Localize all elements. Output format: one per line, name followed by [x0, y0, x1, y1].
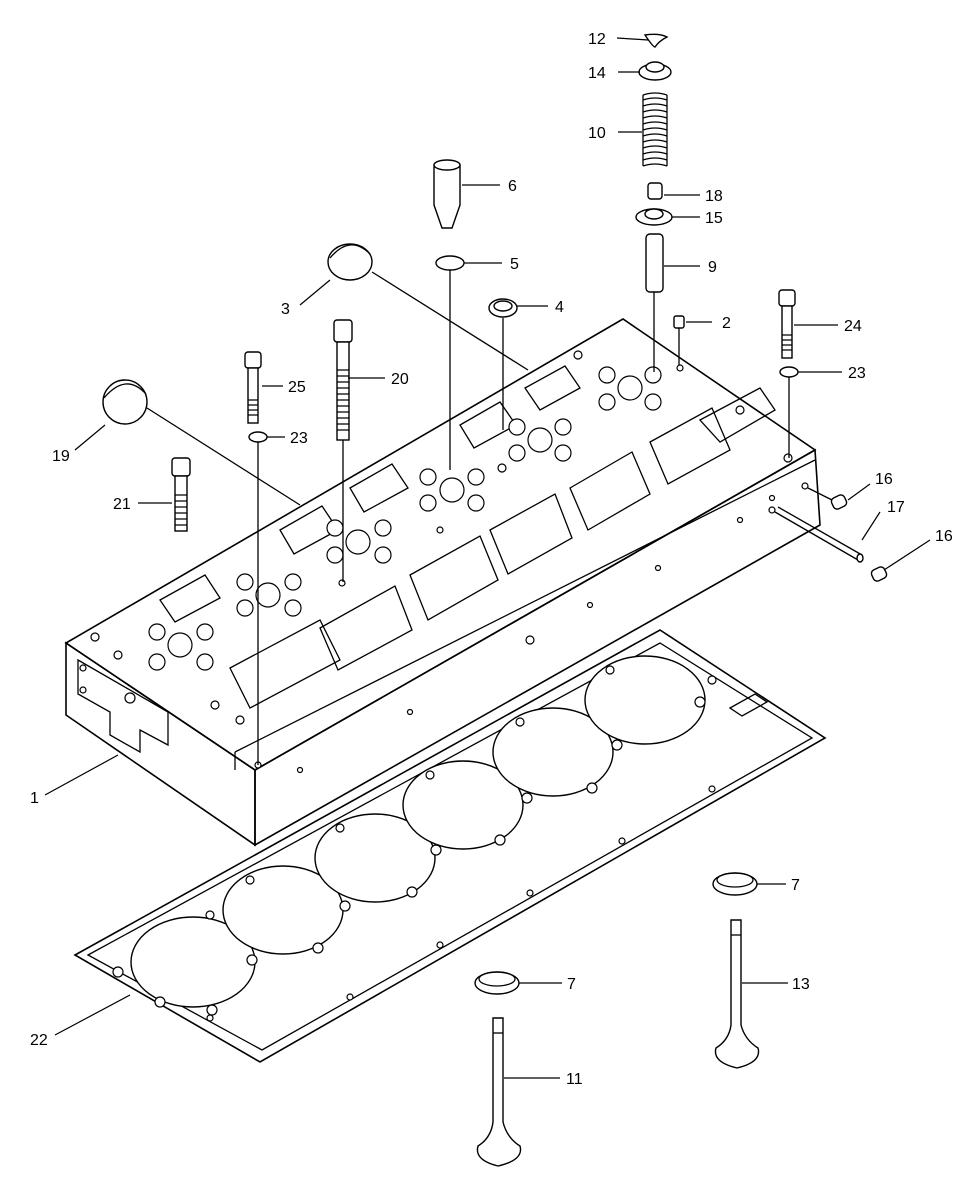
gasket-holes: [112, 665, 717, 1022]
valve-11: [476, 1017, 522, 1167]
label-25: 25: [288, 379, 306, 396]
label-23-left: 23: [290, 430, 308, 447]
dowel-2: [673, 315, 685, 365]
label-24: 24: [844, 318, 862, 335]
cylinder-head: [64, 318, 821, 847]
label-4: 4: [555, 299, 564, 316]
label-13: 13: [792, 976, 810, 993]
spring-seat-15: [635, 208, 673, 226]
label-7-right: 7: [791, 877, 800, 894]
label-2: 2: [722, 315, 731, 332]
label-1: 1: [30, 790, 39, 807]
plug-16-upper: [807, 487, 848, 510]
label-11: 11: [566, 1071, 583, 1088]
label-18: 18: [705, 188, 723, 205]
washer-23-right: [779, 366, 799, 458]
bolt-20: [333, 319, 353, 582]
expansion-plug-19: [102, 379, 301, 506]
gasket-bores: [130, 655, 706, 1008]
valve-spring-10: [642, 92, 668, 167]
spring-retainer-14: [638, 61, 672, 81]
valve-seal-7-right: [712, 872, 758, 896]
label-9: 9: [708, 259, 717, 276]
label-5: 5: [510, 256, 519, 273]
label-15: 15: [705, 210, 723, 227]
tube-17: [774, 506, 864, 563]
expansion-plug-3: [327, 243, 529, 371]
valve-stem-seal-18: [647, 182, 663, 200]
washer-23-left: [248, 431, 268, 765]
label-20: 20: [391, 371, 409, 388]
bolt-21: [171, 457, 191, 532]
label-22: 22: [30, 1032, 48, 1049]
valve-seal-7-left: [474, 971, 520, 995]
label-23-right: 23: [848, 365, 866, 382]
label-12: 12: [588, 31, 606, 48]
label-17: 17: [887, 499, 905, 516]
label-10: 10: [588, 125, 606, 142]
label-7-left: 7: [567, 976, 576, 993]
label-16-upper: 16: [875, 471, 893, 488]
label-19: 19: [52, 448, 70, 465]
port-clusters: [148, 366, 662, 671]
callout-labels: 12 14 10 18 15 9 2 6 5 4 3 20 25 23 19 2…: [30, 31, 953, 1088]
o-ring-5: [435, 255, 465, 470]
small-holes: [90, 350, 809, 774]
label-3: 3: [281, 301, 290, 318]
bolt-24: [778, 289, 796, 359]
valve-13: [714, 919, 760, 1069]
injector-sleeve-6: [433, 159, 461, 229]
bolt-25: [244, 351, 262, 424]
label-21: 21: [113, 496, 131, 513]
label-16-lower: 16: [935, 528, 953, 545]
head-gasket: [73, 629, 827, 1063]
seal-ring-4: [488, 298, 518, 430]
valve-keeper-12: [643, 33, 669, 48]
plug-16-lower: [870, 566, 888, 582]
label-14: 14: [588, 65, 606, 82]
leader-lines: [44, 37, 931, 1079]
label-6: 6: [508, 178, 517, 195]
valve-guide-9: [645, 233, 664, 372]
